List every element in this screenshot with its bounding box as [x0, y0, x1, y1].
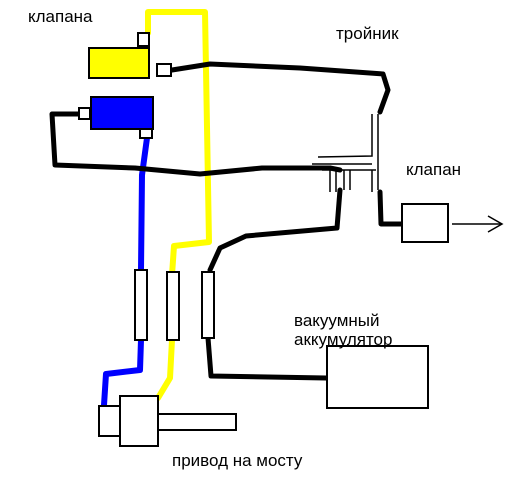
axle-drive-actuator — [98, 395, 237, 447]
black-hose-blue-valve-loop — [49, 111, 343, 177]
black-hose-tube-to-accumulator — [205, 335, 329, 381]
blue-valve-bottom-port — [139, 128, 153, 139]
yellow-valve-side-port — [156, 63, 172, 77]
yellow-valve-body — [88, 47, 150, 79]
actuator-body — [119, 395, 159, 447]
output-valve — [401, 203, 449, 243]
blue-valve — [78, 96, 154, 139]
tube-blue — [134, 269, 148, 341]
label-output-valve: клапан — [406, 160, 462, 179]
label-axle-drive: привод на мосту — [172, 451, 303, 470]
yellow-valve-top-port — [137, 32, 150, 47]
actuator-rod — [157, 413, 237, 431]
label-valves: клапана — [28, 7, 93, 26]
label-accumulator-line2: аккумулятор — [294, 330, 393, 349]
exit-arrow — [452, 215, 504, 233]
label-tee: тройник — [336, 24, 399, 43]
blue-valve-body — [90, 96, 154, 130]
blue-valve-side-port — [78, 107, 91, 120]
black-hose-tee-to-valve — [377, 189, 405, 227]
yellow-valve — [88, 32, 172, 79]
black-hose-tee-to-tube — [207, 187, 343, 273]
blue-hose — [101, 135, 150, 408]
vacuum-accumulator — [326, 345, 429, 409]
tee-fitting — [312, 114, 379, 192]
label-accumulator-line1: вакуумный — [294, 311, 380, 330]
tube-yellow — [166, 271, 180, 341]
black-hose-yellow-valve-to-tee — [169, 61, 391, 115]
tube-black — [201, 271, 215, 339]
actuator-cap — [98, 405, 122, 437]
yellow-hose — [145, 9, 212, 401]
